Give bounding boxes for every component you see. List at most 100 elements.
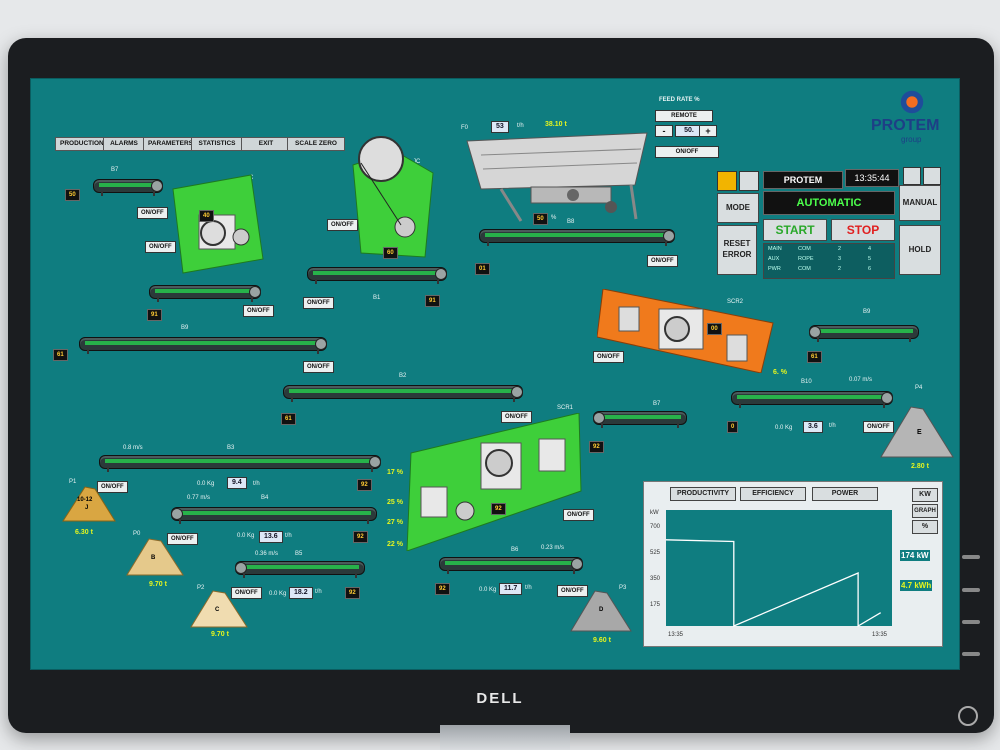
printer-icon[interactable] — [903, 167, 921, 185]
pile-tag-p4: P4 — [915, 385, 923, 391]
display-b0: 91 — [147, 309, 162, 321]
hold-button[interactable]: HOLD — [899, 225, 941, 275]
side-button-1[interactable] — [962, 555, 980, 559]
feeder-rate: 53 — [491, 121, 509, 133]
b6-unit: t/h — [525, 585, 532, 591]
stockpile-p1-icon — [62, 486, 116, 522]
onoff-scr1[interactable]: ON/OFF — [563, 509, 594, 521]
led-2: 2 — [838, 246, 842, 252]
scr1-percent-27: 27 % — [387, 519, 403, 526]
scr1-percent-25: 25 % — [387, 499, 403, 506]
conveyor-label-b7: B7 — [111, 167, 119, 173]
display-b7-right: 92 — [589, 441, 604, 453]
feed-rate-label: FEED RATE % — [659, 97, 700, 103]
b10-rate: 3.6 — [803, 421, 823, 433]
led-6: 6 — [868, 266, 872, 272]
conveyor-b1 — [307, 267, 447, 284]
protem-logo-icon — [899, 89, 925, 115]
production-button[interactable]: PRODUCTION — [55, 137, 105, 151]
bell-icon[interactable] — [923, 167, 941, 185]
onoff-b4[interactable]: ON/OFF — [167, 533, 198, 545]
remote-button[interactable]: REMOTE — [655, 110, 713, 122]
parameters-button[interactable]: PARAMETERS — [143, 137, 195, 151]
onoff-b2[interactable]: ON/OFF — [501, 411, 532, 423]
onoff-b1[interactable]: ON/OFF — [303, 297, 334, 309]
tab-efficiency[interactable]: EFFICIENCY — [740, 487, 806, 501]
display-b1: 91 — [425, 295, 440, 307]
onoff-b7[interactable]: ON/OFF — [137, 207, 168, 219]
display-crusher-jc: 60 — [383, 247, 398, 259]
display-b9: 61 — [53, 349, 68, 361]
pile-tag-p1: P1 — [69, 479, 77, 485]
statistics-button[interactable]: STATISTICS — [191, 137, 243, 151]
onoff-b6[interactable]: ON/OFF — [557, 585, 588, 597]
tab-power[interactable]: POWER — [812, 487, 878, 501]
reset-error-button[interactable]: RESET ERROR — [717, 225, 757, 275]
stockpile-p4-icon — [880, 406, 954, 458]
vibrating-screen-scr2-icon — [597, 289, 774, 373]
stockpile-p3-icon — [570, 590, 632, 632]
conveyor-label-b9-right: B9 — [863, 309, 871, 315]
logo-sub: group — [901, 135, 922, 144]
alarms-button[interactable]: ALARMS — [103, 137, 145, 151]
led-main: MAIN — [768, 246, 782, 252]
b5-kg: 0.0 Kg — [269, 591, 287, 597]
graph-button[interactable]: GRAPH — [912, 504, 938, 518]
pile-tag-p0: P0 — [133, 531, 141, 537]
conveyor-label-b4: B4 — [261, 495, 269, 501]
display-b2: 61 — [281, 413, 296, 425]
stop-button[interactable]: STOP — [831, 219, 895, 241]
y-unit: kW — [650, 510, 659, 516]
onoff-b8[interactable]: ON/OFF — [647, 255, 678, 267]
scada-screen: PRODUCTION ALARMS PARAMETERS STATISTICS … — [30, 78, 960, 670]
tab-productivity[interactable]: PRODUCTIVITY — [670, 487, 736, 501]
power-series-line — [665, 539, 882, 628]
scale-zero-button[interactable]: SCALE ZERO — [287, 137, 345, 151]
side-button-4[interactable] — [962, 652, 980, 656]
onoff-b0[interactable]: ON/OFF — [243, 305, 274, 317]
feed-minus-button[interactable]: - — [655, 125, 673, 137]
conveyor-label-b8: B8 — [567, 219, 575, 225]
conveyor-b9-right — [809, 325, 919, 342]
onoff-scr2[interactable]: ON/OFF — [593, 351, 624, 363]
led-4: 4 — [868, 246, 872, 252]
camera-icon[interactable] — [739, 171, 759, 191]
b5-speed: 0.36 m/s — [255, 551, 279, 557]
pile-letter-p1: J — [85, 505, 89, 511]
screen-label-scr2: SCR2 — [727, 299, 744, 305]
percent-button[interactable]: % — [912, 520, 938, 534]
pile-name-p2: C — [215, 607, 220, 613]
y-tick-525: 525 — [650, 550, 661, 556]
power-line-chart: kW 700 525 350 175 13:35 13:35 — [650, 510, 892, 638]
led-com-2: COM — [798, 266, 811, 272]
feed-plus-button[interactable]: + — [699, 125, 717, 137]
onoff-crusher-c[interactable]: ON/OFF — [145, 241, 176, 253]
led-panel: MAIN COM 2 4 AUX ROPE 3 5 PWR COM 2 6 — [763, 243, 895, 279]
conveyor-b8 — [479, 229, 675, 246]
onoff-b3[interactable]: ON/OFF — [97, 481, 128, 493]
conveyor-b3 — [99, 455, 381, 472]
onoff-b10[interactable]: ON/OFF — [863, 421, 894, 433]
power-icon[interactable] — [958, 706, 978, 726]
clock-display: 13:35:44 — [845, 169, 899, 187]
conveyor-b5 — [235, 561, 365, 578]
feeder-rate-unit: t/h — [517, 123, 524, 129]
onoff-b5[interactable]: ON/OFF — [231, 587, 262, 599]
x-start: 13:35 — [668, 632, 684, 638]
feed-onoff-button[interactable]: ON/OFF — [655, 146, 719, 158]
start-button[interactable]: START — [763, 219, 827, 241]
folder-icon[interactable] — [717, 171, 737, 191]
manual-button[interactable]: MANUAL — [899, 185, 941, 221]
side-button-2[interactable] — [962, 588, 980, 592]
onoff-b9[interactable]: ON/OFF — [303, 361, 334, 373]
b10-kg: 0.0 Kg — [775, 425, 793, 431]
kw-button[interactable]: KW — [912, 488, 938, 502]
x-end: 13:35 — [872, 632, 888, 638]
side-button-3[interactable] — [962, 620, 980, 624]
onoff-crusher-jc[interactable]: ON/OFF — [327, 219, 358, 231]
conveyor-label-b2: B2 — [399, 373, 407, 379]
led-2b: 2 — [838, 266, 842, 272]
mode-button[interactable]: MODE — [717, 193, 759, 223]
conveyor-b6 — [439, 557, 583, 574]
exit-button[interactable]: EXIT — [241, 137, 291, 151]
